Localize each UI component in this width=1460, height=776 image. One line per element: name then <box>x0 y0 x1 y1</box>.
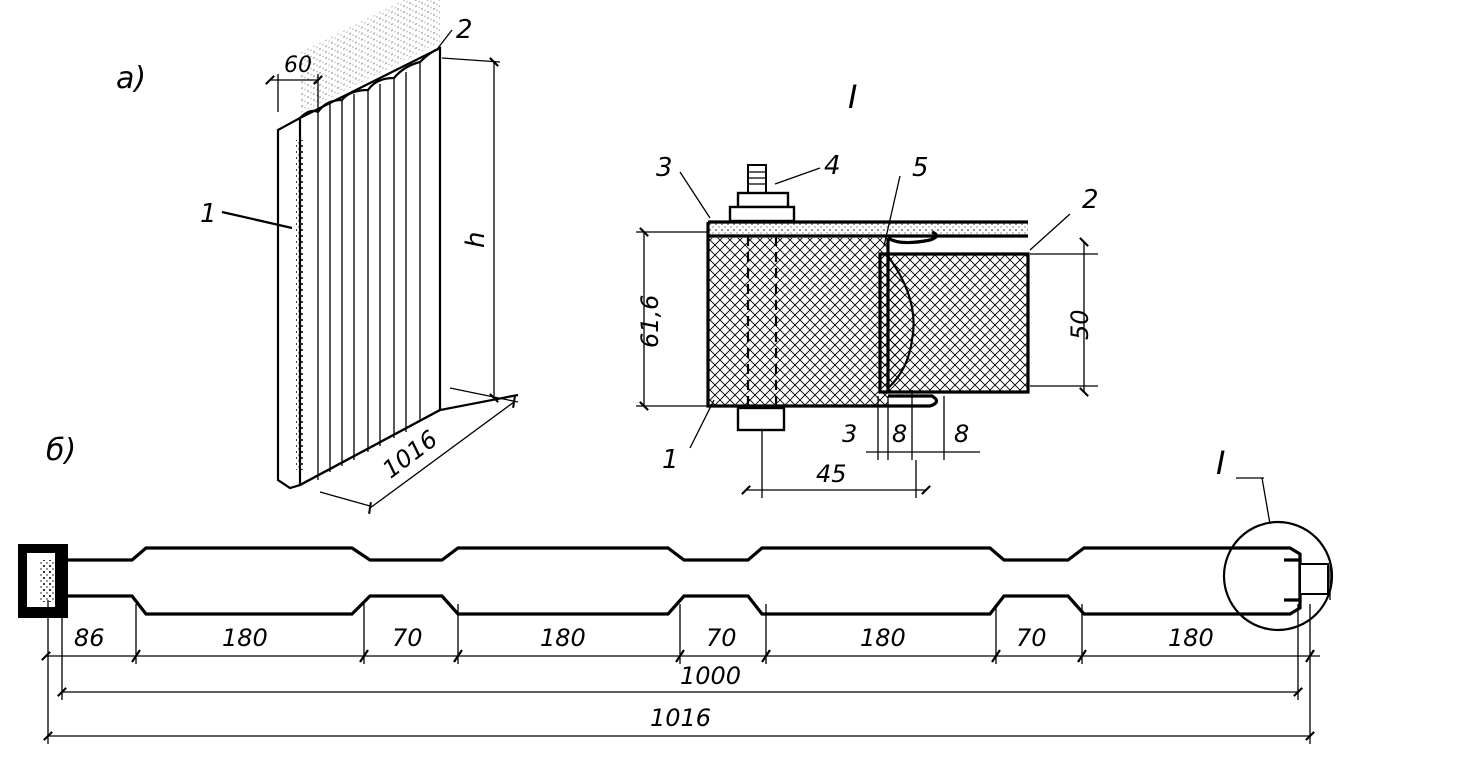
view-a-pos-2: 2 <box>456 15 473 45</box>
view-a-pos-1: 1 <box>200 199 217 229</box>
section-dim-8: 180 <box>1168 624 1214 652</box>
detail-pos-1: 1 <box>662 445 679 475</box>
detail-pos-5: 5 <box>912 153 929 183</box>
view-a-panel: а) 1 2 60 h 1016 <box>116 0 519 514</box>
detail-dim-thickness-2: 50 <box>1066 309 1094 340</box>
detail-dim-thickness: 61,6 <box>636 295 664 348</box>
section-dim-3: 70 <box>392 624 423 652</box>
detail-dim-gap: 3 <box>842 420 857 448</box>
section-dim-1: 86 <box>74 624 105 652</box>
detail-dim-lip-2: 8 <box>954 420 969 448</box>
view-b-section: б) I 86 180 70 180 70 180 70 180 1000 <box>18 433 1334 744</box>
detail-pos-2: 2 <box>1082 185 1099 215</box>
section-dim-4: 180 <box>540 624 586 652</box>
section-profile <box>58 546 1302 616</box>
section-dim-7: 70 <box>1016 624 1047 652</box>
detail-title: I <box>848 78 857 116</box>
detail-i: I 3 4 5 2 1 <box>636 78 1099 498</box>
section-dim-5: 70 <box>706 624 737 652</box>
section-dim-module: 1000 <box>680 662 741 690</box>
section-dim-2: 180 <box>222 624 268 652</box>
section-dim-ticks <box>131 649 1315 663</box>
detail-callout: I <box>1216 444 1225 482</box>
view-a-dim-width: 1016 <box>377 425 443 484</box>
view-a-label: а) <box>116 61 146 96</box>
section-dim-6: 180 <box>860 624 906 652</box>
detail-dim-lip-1: 8 <box>892 420 907 448</box>
view-b-label: б) <box>46 433 76 468</box>
detail-pos-4: 4 <box>824 151 841 181</box>
section-dim-total: 1016 <box>650 704 711 732</box>
detail-pos-3: 3 <box>656 153 673 183</box>
detail-dim-overlap: 45 <box>816 460 847 488</box>
view-a-dim-height: h <box>461 232 491 248</box>
view-a-dim-rib: 60 <box>284 53 312 78</box>
